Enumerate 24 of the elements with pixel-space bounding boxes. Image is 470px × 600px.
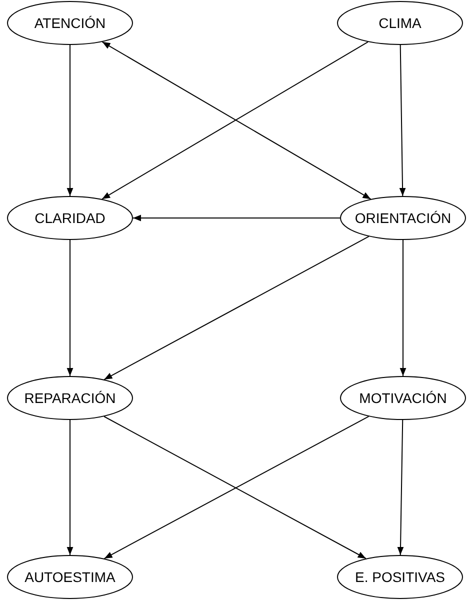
arrow [66, 44, 74, 196]
ellipse-node [7, 1, 133, 45]
arrow [397, 420, 404, 556]
node-label: CLIMA [378, 15, 422, 31]
node-label: MOTIVACIÓN [359, 390, 447, 406]
arrow [399, 44, 406, 196]
ellipse-node [337, 555, 463, 599]
node-label: ATENCIÓN [34, 15, 106, 31]
node-label: ORIENTACIÓN [354, 210, 452, 226]
arrow [66, 240, 74, 376]
ellipse-node [7, 196, 133, 240]
node-label: E. POSITIVAS [355, 569, 445, 585]
node-label: AUTOESTIMA [24, 569, 116, 585]
arrow [66, 420, 74, 556]
arrow [104, 236, 370, 380]
ellipse-node [7, 376, 133, 420]
node-label: REPARACIÓN [24, 390, 116, 406]
arrow [400, 240, 406, 376]
ellipse-node [340, 376, 466, 420]
node-label: CLARIDAD [34, 210, 106, 226]
ellipse-node [340, 196, 466, 240]
ellipse-node [7, 555, 133, 599]
arrow [132, 214, 340, 222]
ellipse-node [337, 1, 463, 45]
